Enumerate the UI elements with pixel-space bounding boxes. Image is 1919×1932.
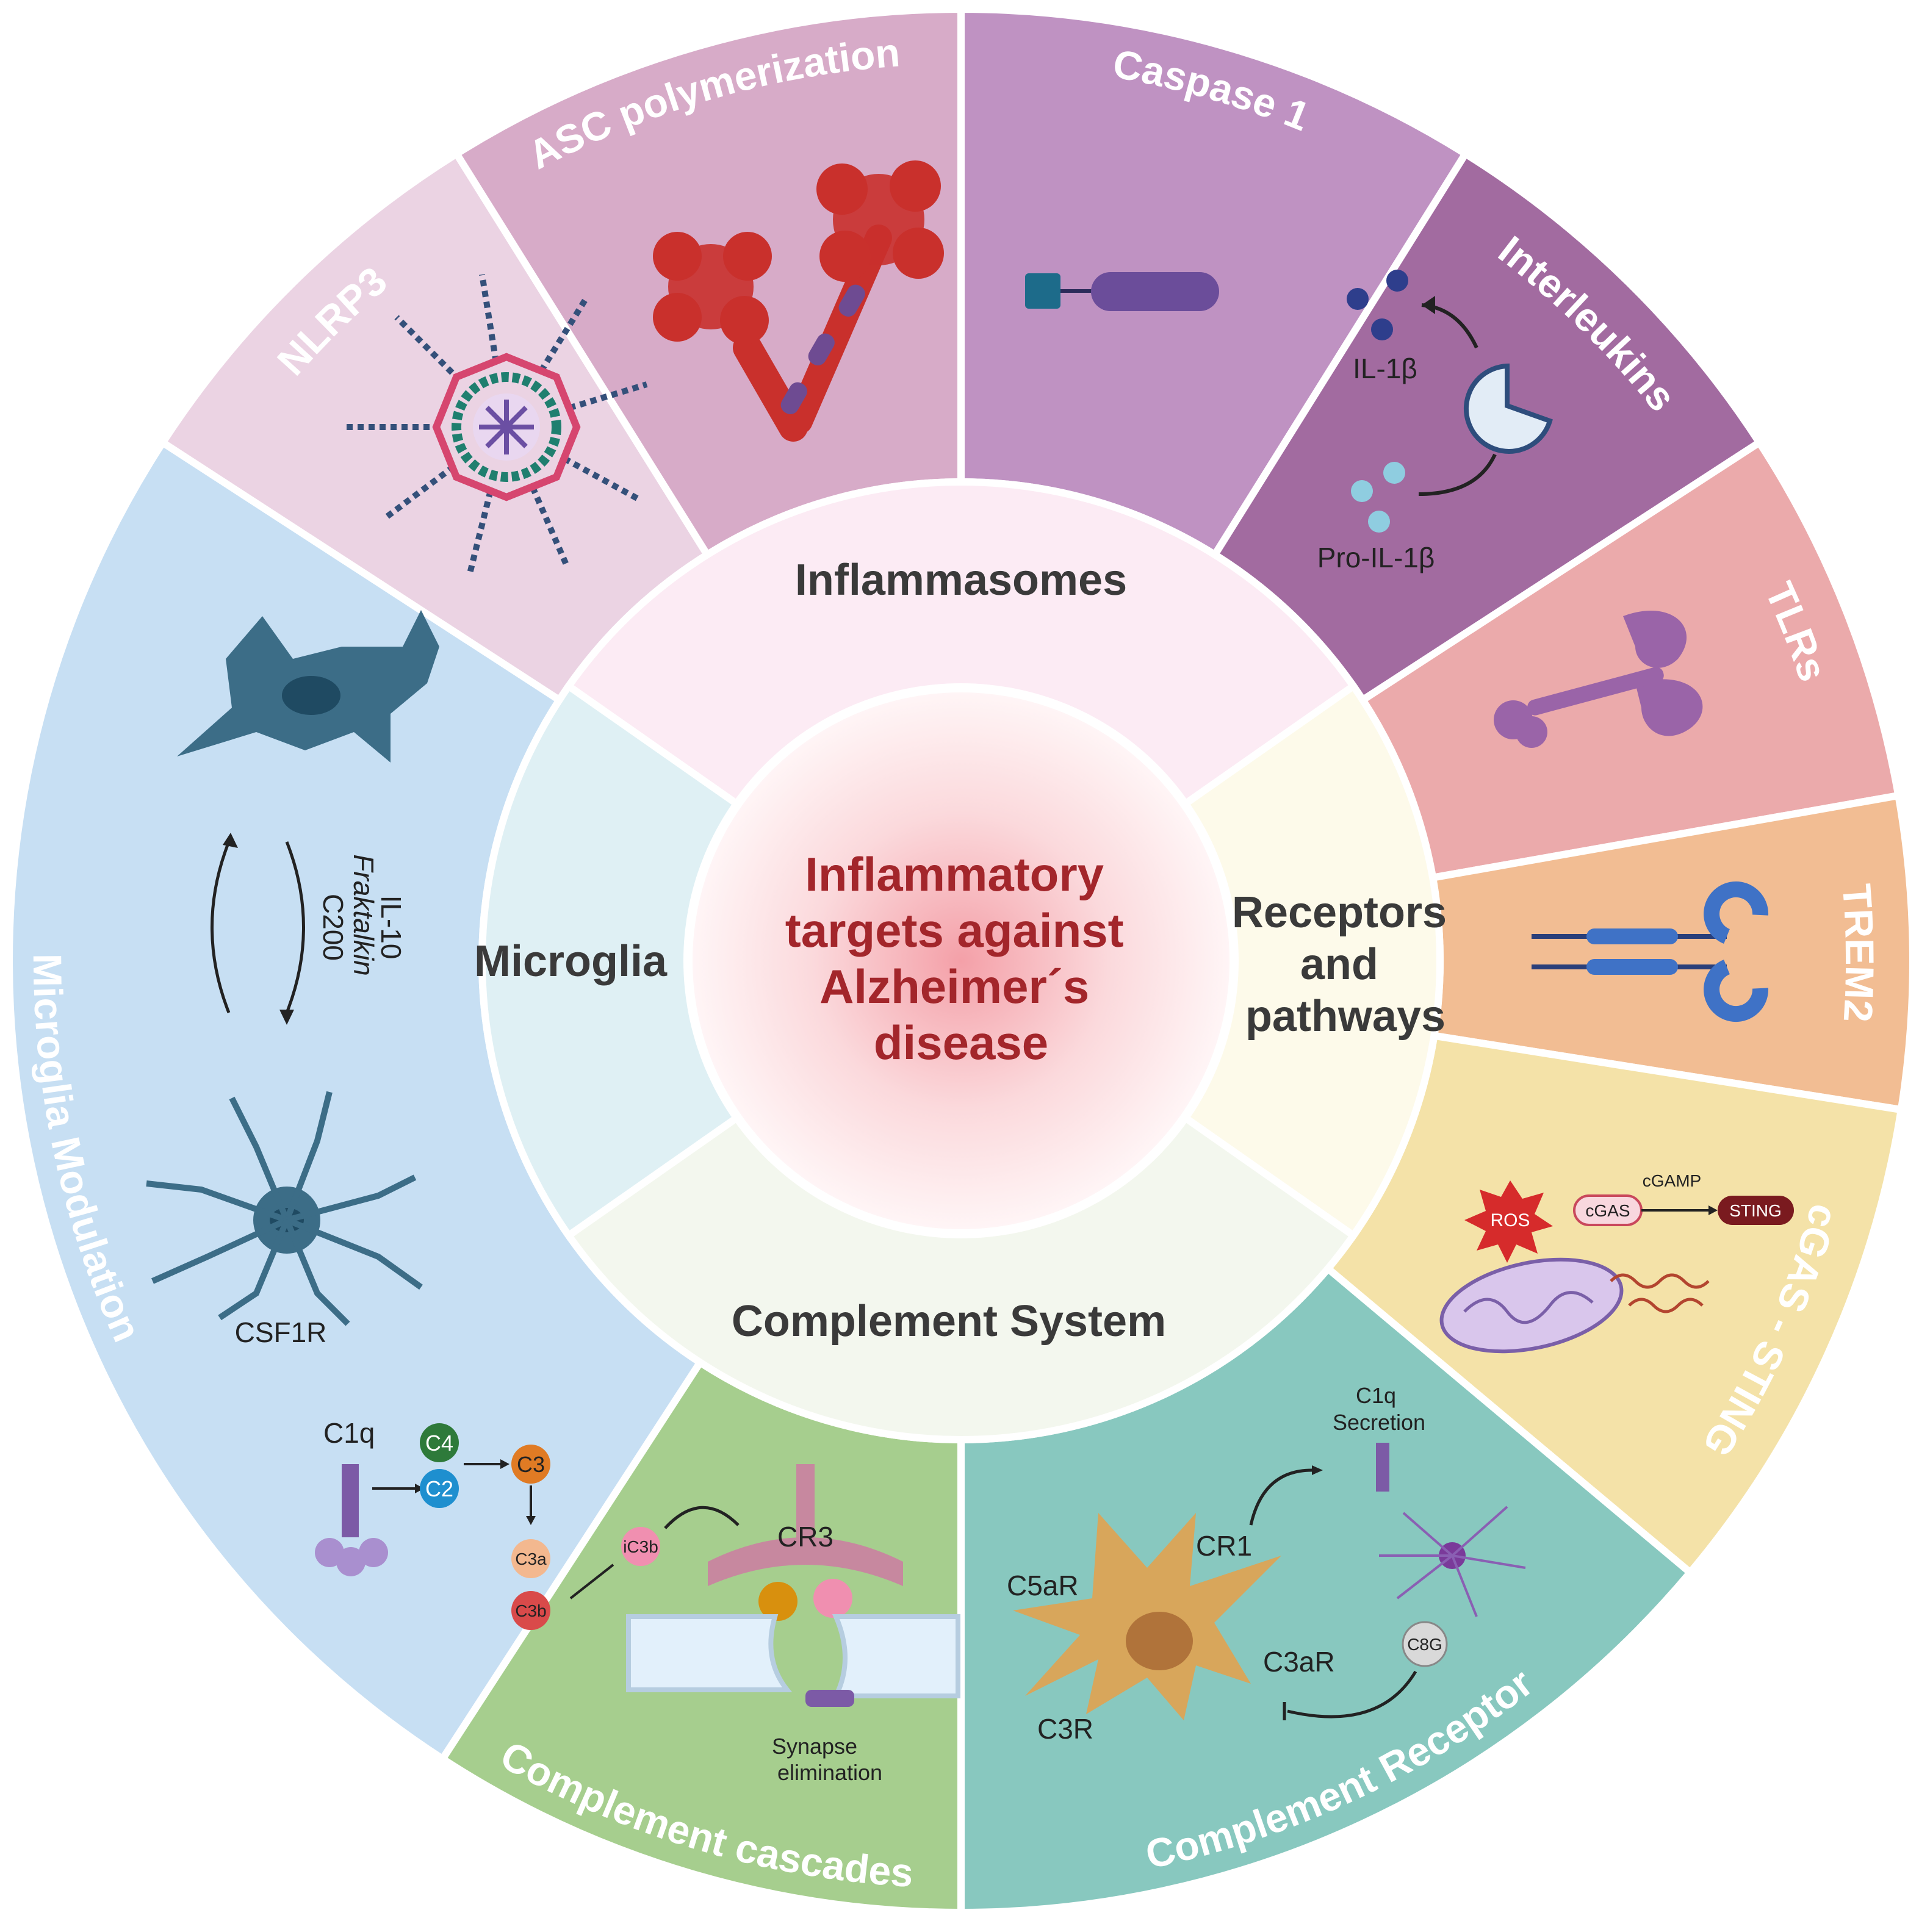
c3r-label: C3R [1037,1713,1093,1745]
sting-label: STING [1729,1201,1782,1220]
svg-text:C3b: C3b [515,1601,546,1620]
tlr-receptor-icon [1494,610,1703,748]
pacman-enzyme-icon [1463,363,1553,454]
cgas-label: cGAS [1585,1201,1630,1220]
fraktalkin-label: Fraktalkin [348,854,380,975]
cgas-sting-pathway-icon: ROS cGAS cGAMP STING [1439,1171,1794,1354]
cr1-label: CR1 [1196,1530,1252,1562]
cr3-receptor-icon [708,1537,903,1586]
svg-text:C4: C4 [425,1431,453,1456]
ros-burst-icon [1464,1180,1553,1263]
complement-cascade-icon: C1q C4 C2 C3 C3a C3b iC3b CR3 Synapse el [315,1417,960,1785]
il10-label: IL-10 [375,896,407,960]
center-circle [693,692,1230,1229]
synapse-elimination-label: Synapse elimination [772,1734,882,1785]
c3-icon [511,1445,550,1484]
c1q-label: C1q [323,1417,375,1449]
svg-text:ROS: ROS [1490,1210,1530,1230]
c3ar-label: C3aR [1263,1646,1335,1678]
cr3-label: CR3 [777,1521,833,1553]
label-microglia: Microglia [474,937,668,986]
label-complement-system: Complement System [732,1297,1166,1346]
synapse-right-icon [832,1614,960,1698]
nlrp3-complex-icon [342,274,648,575]
c1q-secretion-label: C1q Secretion [1333,1383,1425,1435]
c5ar-label: C5aR [1007,1570,1079,1601]
ic3b-icon [621,1527,660,1566]
c4-icon [420,1423,459,1462]
c2-icon [420,1469,459,1508]
c200-label: C200 [317,894,349,961]
asc-filament-icon [653,160,944,442]
inner-ring [478,478,1444,1443]
c1q-molecule-icon [1376,1443,1389,1492]
svg-text:C3: C3 [517,1452,545,1477]
csf1r-label: CSF1R [235,1316,327,1348]
svg-text:C3a: C3a [515,1550,547,1568]
segment-title-trem2: TREM2 [1834,882,1882,1023]
c1q-complex-icon [342,1464,359,1537]
svg-text:C2: C2 [425,1476,453,1501]
mitochondrion-icon [1439,1257,1624,1354]
il1b-label: IL-1β [1353,353,1417,384]
complement-receptor-icon: CR1 C5aR C3aR C3R C1q Secretion C8G [1007,1383,1526,1745]
synapse-left-icon [626,1614,793,1692]
interleukin-cleavage-icon: IL-1β Pro-IL-1β [1317,270,1553,573]
caspase-1-icon [1025,272,1219,311]
center-title: Inflammatory targets against Alzheimer´s… [785,847,1137,1069]
c3a-icon [511,1539,550,1578]
pro-il1b-label: Pro-IL-1β [1317,542,1435,573]
c8g-label: C8G [1407,1635,1442,1654]
trem2-receptor-icon [1532,881,1769,1022]
c3b-icon [511,1591,550,1630]
dna-icon [1610,1273,1710,1289]
cgamp-label: cGAMP [1643,1171,1701,1190]
label-receptors-pathways: Receptors and pathways [1232,888,1459,1041]
svg-text:iC3b: iC3b [623,1537,658,1556]
label-inflammasomes: Inflammasomes [795,556,1127,605]
microglia-modulation-icon: C200 Fraktalkin IL-10 CSF1R [146,610,439,1348]
